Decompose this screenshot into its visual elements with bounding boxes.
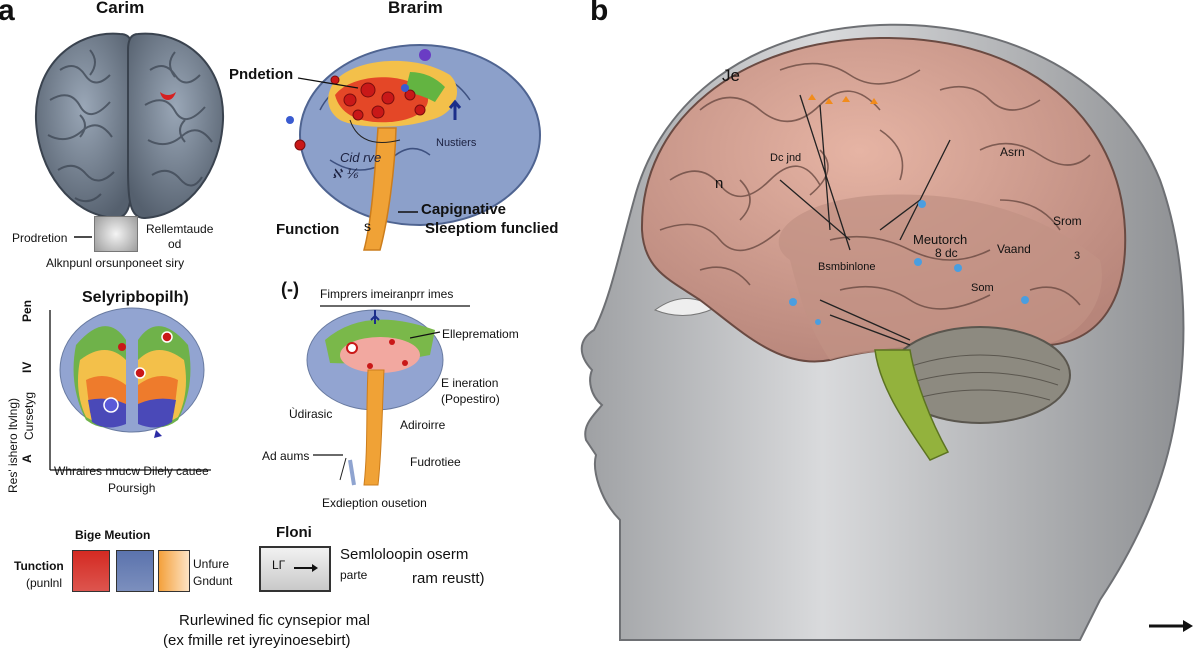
flow-title: Floni	[276, 524, 312, 541]
brain-mid-label-inner2: ℵ ⅙	[332, 166, 358, 181]
stem-l5: Ad aums	[262, 449, 310, 463]
legend-small-right1: Rellemtaude	[146, 222, 214, 236]
brain-label-som: Som	[971, 282, 994, 294]
brain-mid-label-function: Function	[276, 221, 340, 238]
stem-l2b: (Popestiro)	[441, 392, 500, 406]
brain-mid-cap-dash	[398, 211, 418, 213]
stem-l3: Ùdirasic	[289, 407, 333, 421]
brain-label-bsmbinlone: Bsmbinlone	[818, 261, 876, 273]
brain-top-illustration	[34, 32, 225, 220]
brain-mid-label-cap1: Capignative	[421, 201, 507, 218]
legend-swatch-blue	[116, 550, 154, 592]
head-brain-illustration	[580, 23, 1185, 641]
brain-mid-label-cap2: Sleeptiom funclied	[425, 220, 559, 237]
legend-bottom-right2: Gndunt	[193, 574, 233, 588]
brain-mid-pointer	[297, 77, 359, 89]
next-arrow-icon	[1149, 620, 1193, 632]
brain-label-je: Je	[722, 66, 740, 85]
chart-brain-illustration	[49, 307, 211, 471]
chart-brain-ytick-bottom: A	[20, 454, 34, 463]
chart-brain-xlabel2: Poursigh	[108, 481, 156, 495]
legend-small-swatch	[94, 216, 138, 252]
brain-mid-illustration	[286, 44, 541, 251]
flow-r3: ram reustt)	[412, 570, 485, 587]
stem-illustration	[306, 305, 470, 486]
brain-label-n: n	[715, 175, 724, 192]
brain-mid-label-stem-s: s	[364, 218, 371, 234]
brain-label-srom: Srom	[1053, 214, 1082, 228]
brain-top-title: Carim	[96, 0, 145, 17]
chart-brain-ylabel2: Cursetyg	[22, 391, 36, 440]
stem-caption: Exdieption ousetion	[322, 496, 427, 510]
stem-title: Fimprers imeiranprr imes	[320, 287, 454, 301]
legend-small-right2: od	[168, 237, 182, 251]
stem-l2a: E ineration	[441, 376, 499, 390]
panel-a-letter: a	[0, 0, 15, 27]
legend-small-caption: Alknpunl orsunponeet siry	[46, 256, 185, 270]
brain-label-8dc: 8 dc	[935, 246, 958, 260]
brain-mid-label-nuclei: Nustiers	[436, 137, 477, 149]
brain-label-dc: Dc jnd	[770, 152, 802, 164]
brain-label-3: 3	[1074, 250, 1081, 262]
brain-label-vaand: Vaand	[997, 242, 1031, 256]
chart-brain-ylabel: Res' ishero ltvlng)	[6, 398, 20, 493]
flow-box-label: LΓ	[272, 558, 286, 572]
chart-brain-xlabel1: Whraires nnucw Dilely cauee	[54, 464, 209, 478]
legend-bottom-right1: Unfure	[193, 557, 230, 571]
brain-mid-title: Brarim	[388, 0, 443, 17]
stem-l4: Adiroirre	[400, 418, 446, 432]
legend-small-dash	[74, 236, 92, 238]
brain-label-asrn: Asrn	[1000, 145, 1025, 159]
chart-brain-title: Selyripbopilh)	[82, 289, 189, 306]
legend-swatch-red	[72, 550, 110, 592]
legend-bottom-left2: (punlnl	[26, 576, 63, 590]
legend-bottom-left1: Tunction	[14, 559, 64, 573]
brain-mid-label-pred: Pndetion	[229, 66, 294, 83]
legend-small-left: Prodretion	[12, 231, 68, 245]
flow-r2: parte	[340, 568, 368, 582]
chart-brain-ytick-top: Pen	[20, 299, 34, 322]
stem-l1: Elleprematiom	[442, 327, 519, 341]
stem-pointer-1	[410, 331, 441, 339]
legend-swatch-orange	[158, 550, 190, 592]
flow-arrow-icon	[294, 564, 318, 572]
brain-mid-label-inner: Cid rve	[340, 150, 382, 165]
stem-l6: Fudrotiee	[410, 455, 461, 469]
stem-pointer-5	[313, 454, 343, 456]
brain-label-meutorch: Meutorch	[913, 232, 968, 247]
legend-bottom-caption1: Rurlewined fic cynsepior mal	[179, 612, 370, 629]
flow-r1: Semloloopin oserm	[340, 546, 469, 563]
panel-b-letter: b	[590, 0, 609, 27]
stem-marker: (-)	[281, 279, 299, 299]
chart-brain-ytick-mid: IV	[20, 361, 34, 373]
legend-bottom-title: Bige Meution	[75, 528, 151, 542]
legend-bottom-caption2: (ex fmille ret iyreyinoesebirt)	[163, 632, 351, 649]
